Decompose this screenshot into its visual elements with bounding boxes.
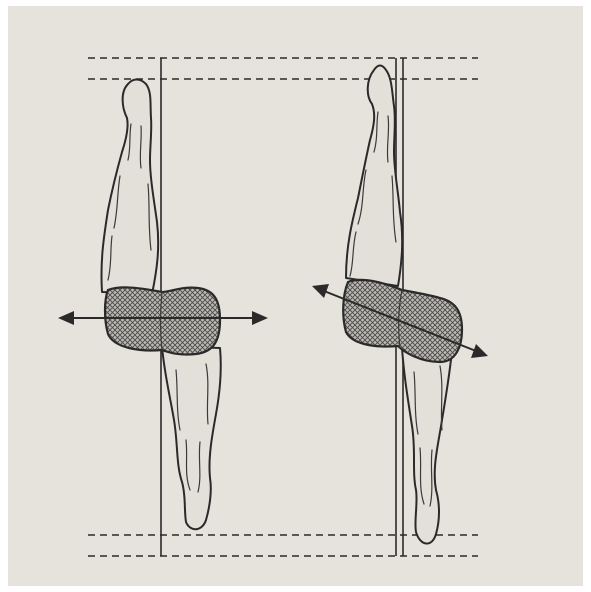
left-figure-pelvis — [105, 287, 220, 354]
paper-background — [8, 6, 583, 586]
